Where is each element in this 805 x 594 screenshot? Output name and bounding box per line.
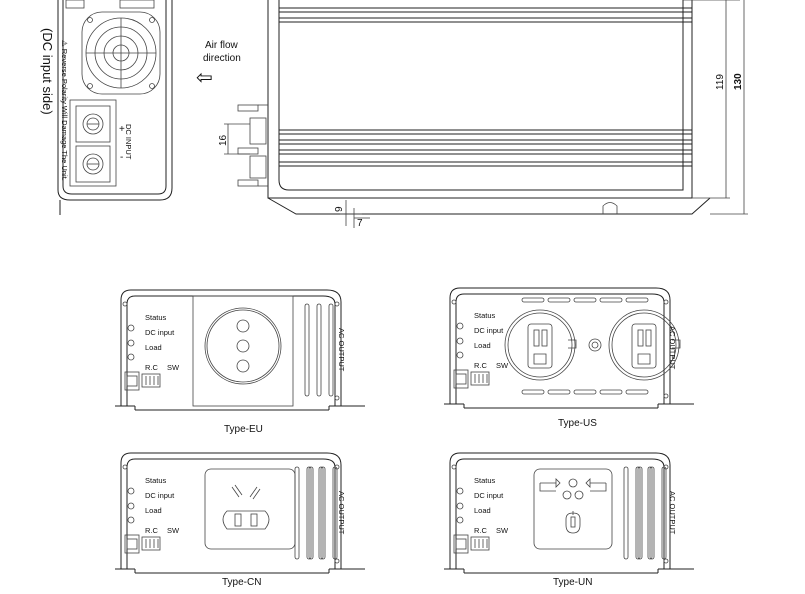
dimension-9: 9 <box>334 206 345 212</box>
panel-type-eu: Status DC input Load R.C SW AC OUTPUT <box>114 289 366 411</box>
cn-socket-icon <box>204 468 296 550</box>
vents-icon <box>304 303 334 397</box>
rc-port-label: R.C <box>145 526 159 535</box>
panel-type-cn: Status DC input Load R.C SW AC OUTPUT <box>114 452 366 574</box>
dimension-7: 7 <box>357 218 363 229</box>
status-led-label: Status <box>474 476 496 485</box>
dc-input-side-label: (DC input side) <box>40 28 55 115</box>
center-screw-icon <box>588 338 602 352</box>
ac-output-label: AC OUTPUT <box>337 491 346 535</box>
airflow-indicator: Air flow direction ⇦ <box>196 40 241 89</box>
airflow-line-1: Air flow <box>205 40 239 51</box>
sw-port-label: SW <box>496 361 509 370</box>
status-led-label: Status <box>145 476 167 485</box>
panel-type-us: Status DC input Load R.C SW <box>443 287 695 409</box>
sw-port-label: SW <box>167 363 180 372</box>
dc-input-led-label: DC input <box>474 491 504 500</box>
dc-input-label: DC INPUT <box>124 124 133 160</box>
cooling-fan-icon <box>81 11 161 95</box>
rc-port-label: R.C <box>474 526 488 535</box>
airflow-line-2: direction <box>203 53 241 64</box>
eu-socket-icon <box>192 295 294 407</box>
terminal-plus: + <box>119 124 125 135</box>
terminal-minus: - <box>120 152 123 163</box>
status-led-label: Status <box>474 311 496 320</box>
dc-input-led-label: DC input <box>145 328 175 337</box>
airflow-arrow-icon: ⇦ <box>196 67 213 89</box>
universal-socket-icon <box>533 468 613 550</box>
us-socket-icon <box>504 309 577 381</box>
rc-port-label: R.C <box>474 361 488 370</box>
panel-type-un: Status DC input Load R.C SW AC OUTPUT <box>443 452 695 574</box>
caption-type-us: Type-US <box>558 418 597 429</box>
svg-text:direction: direction <box>203 53 241 64</box>
load-led-label: Load <box>474 341 491 350</box>
dc-input-terminal <box>69 99 117 187</box>
load-led-label: Load <box>145 343 162 352</box>
load-led-label: Load <box>474 506 491 515</box>
rc-port-label: R.C <box>145 363 159 372</box>
dc-input-side-view: (DC input side) ⚠ Reverse Polarity Will … <box>40 0 173 215</box>
load-led-label: Load <box>145 506 162 515</box>
side-view: 16 9 7 119 130 <box>218 0 748 229</box>
status-led-label: Status <box>145 313 167 322</box>
vents-icon <box>521 297 649 395</box>
dc-input-led-label: DC input <box>474 326 504 335</box>
dimension-16: 16 <box>218 134 229 146</box>
dimension-130: 130 <box>733 73 744 90</box>
dc-input-led-label: DC input <box>145 491 175 500</box>
sw-port-label: SW <box>496 526 509 535</box>
reverse-polarity-warning: ⚠ Reverse Polarity Will Damage The Unit. <box>60 40 69 181</box>
sw-port-label: SW <box>167 526 180 535</box>
ac-output-label: AC OUTPUT <box>337 328 346 372</box>
caption-type-un: Type-UN <box>553 577 592 588</box>
ac-output-label: AC OUTPUT <box>668 326 677 370</box>
connector-tabs <box>237 104 268 187</box>
airflow-label: Air flow <box>205 40 239 51</box>
ac-output-label: AC OUTPUT <box>668 491 677 535</box>
caption-type-eu: Type-EU <box>224 424 263 435</box>
dimension-119: 119 <box>715 74 726 90</box>
us-socket-icon <box>608 309 681 381</box>
caption-type-cn: Type-CN <box>222 577 261 588</box>
